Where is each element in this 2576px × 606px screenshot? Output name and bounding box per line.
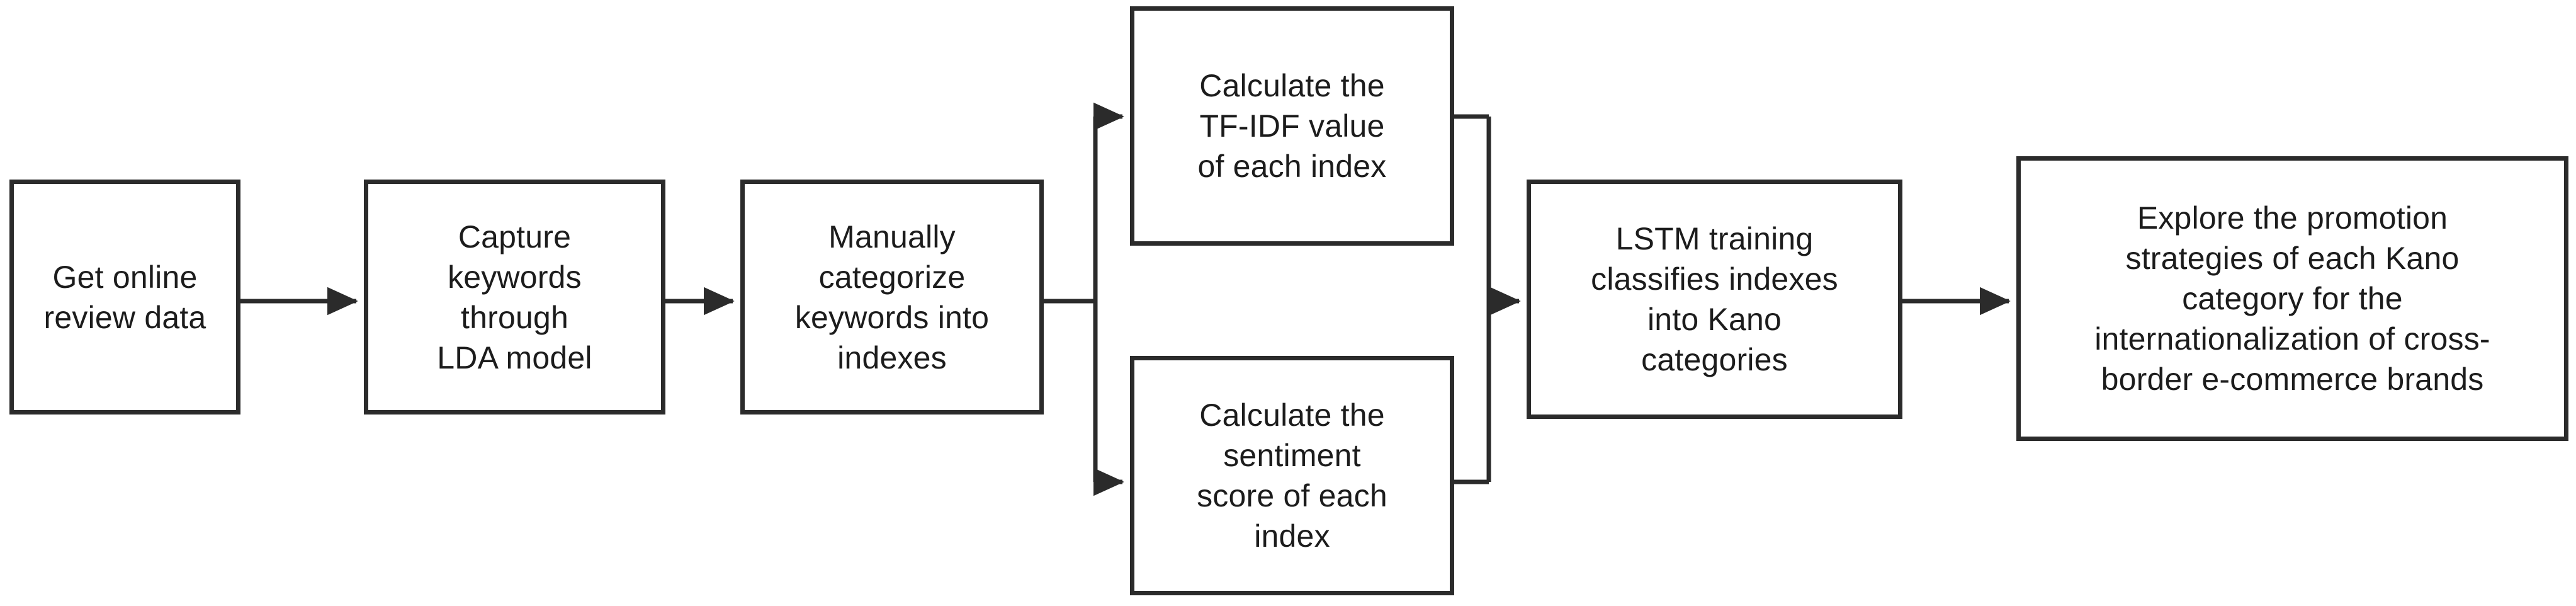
node-label: LSTM training classifies indexes into Ka… [1591, 221, 1838, 377]
node-label: Capture keywords through LDA model [437, 219, 592, 375]
node-manually-categorize-keywords[interactable]: Manually categorize keywords into indexe… [740, 180, 1044, 414]
node-explore-promotion-strategies[interactable]: Explore the promotion strategies of each… [2016, 156, 2568, 441]
node-label: Calculate the TF-IDF value of each index [1197, 68, 1387, 184]
node-calculate-sentiment-score[interactable]: Calculate the sentiment score of each in… [1130, 356, 1454, 595]
node-label: Explore the promotion strategies of each… [2094, 200, 2490, 397]
node-capture-keywords-lda[interactable]: Capture keywords through LDA model [364, 180, 665, 414]
node-label: Manually categorize keywords into indexe… [794, 219, 990, 375]
node-label: Get online review data [43, 259, 206, 335]
node-label: Calculate the sentiment score of each in… [1197, 397, 1387, 554]
node-calculate-tfidf-value[interactable]: Calculate the TF-IDF value of each index [1130, 6, 1454, 246]
node-lstm-training-kano[interactable]: LSTM training classifies indexes into Ka… [1527, 180, 1902, 419]
node-get-online-review-data[interactable]: Get online review data [9, 180, 240, 414]
